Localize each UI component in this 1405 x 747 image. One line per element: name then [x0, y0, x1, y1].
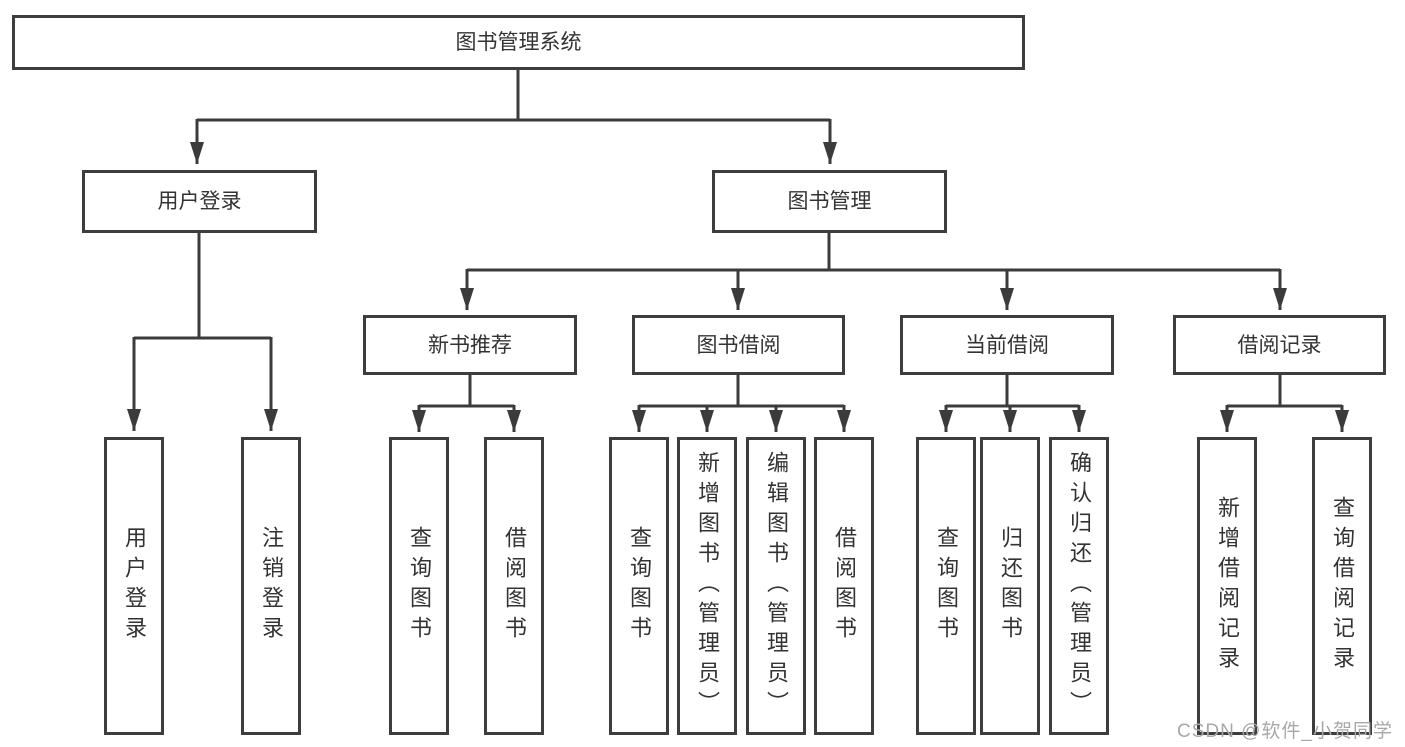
leaf-confirm-return-admin: 确认归还（管理员） — [1049, 437, 1109, 735]
leaf-user-login: 用户登录 — [104, 437, 164, 735]
leaf-edit-books-admin: 编辑图书（管理员） — [746, 437, 806, 735]
leaf-query-books-current: 查询图书 — [916, 437, 976, 735]
leaf-return-books: 归还图书 — [980, 437, 1040, 735]
node-borrowing-records: 借阅记录 — [1173, 315, 1386, 375]
leaf-add-borrow-record: 新增借阅记录 — [1197, 437, 1257, 735]
leaf-borrow-books: 借阅图书 — [814, 437, 874, 735]
node-book-borrowing: 图书借阅 — [632, 315, 845, 375]
leaf-query-books-recommend: 查询图书 — [389, 437, 449, 735]
csdn-watermark: CSDN @软件_小贺同学 — [1177, 721, 1393, 742]
leaf-query-borrow-record: 查询借阅记录 — [1312, 437, 1372, 735]
node-current-borrowing: 当前借阅 — [900, 315, 1114, 375]
node-book-management-branch: 图书管理 — [712, 170, 947, 233]
node-user-login-branch: 用户登录 — [82, 170, 317, 233]
leaf-logout: 注销登录 — [241, 437, 301, 735]
leaf-add-books-admin: 新增图书（管理员） — [677, 437, 737, 735]
leaf-borrow-books-recommend: 借阅图书 — [484, 437, 544, 735]
leaf-query-books-borrow: 查询图书 — [609, 437, 669, 735]
node-root-system: 图书管理系统 — [12, 15, 1025, 70]
node-new-book-recommendation: 新书推荐 — [363, 315, 577, 375]
